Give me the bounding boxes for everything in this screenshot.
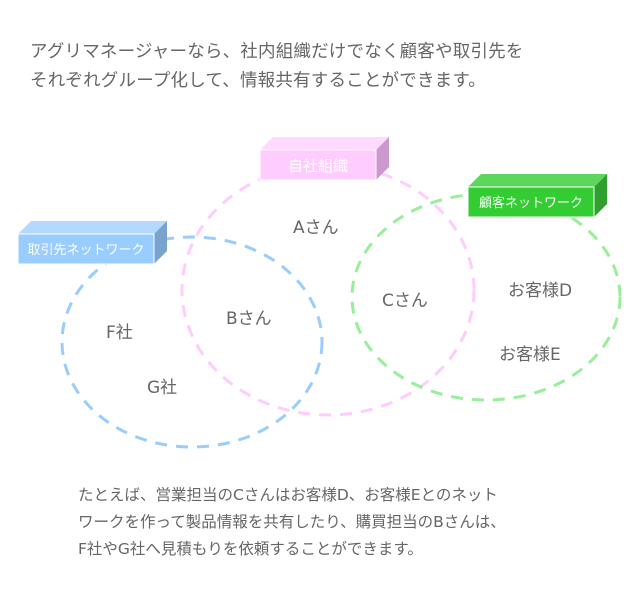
intro-line-1: アグリマネージャーなら、社内組織だけでなく顧客や取引先を	[30, 42, 524, 62]
supplier-box	[17, 221, 167, 265]
customer-d: お客様D	[508, 281, 573, 301]
customer-box	[467, 174, 607, 218]
own-org-label: 自社組織	[288, 157, 348, 175]
supplier-circle	[60, 235, 324, 449]
example-line-1: たとえば、営業担当のCさんはお客様D、お客様Eとのネット	[78, 486, 498, 504]
person-a: Aさん	[293, 218, 339, 238]
company-g: G社	[147, 378, 178, 398]
intro-text: アグリマネージャーなら、社内組織だけでなく顧客や取引先を それぞれグループ化して…	[30, 38, 524, 96]
own-org-box	[259, 137, 389, 181]
company-f: F社	[106, 323, 133, 343]
supplier-label: 取引先ネットワーク	[27, 243, 144, 258]
example-line-3: F社やG社へ見積もりを依頼することができます。	[78, 540, 423, 558]
customer-label: 顧客ネットワーク	[479, 195, 583, 211]
intro-line-2: それぞれグループ化して、情報共有することができます。	[30, 71, 486, 91]
person-c: Cさん	[382, 291, 428, 311]
customer-circle	[350, 192, 622, 402]
example-text: たとえば、営業担当のCさんはお客様D、お客様Eとのネット ワークを作って製品情報…	[78, 482, 506, 563]
customer-e: お客様E	[499, 345, 561, 365]
example-line-2: ワークを作って製品情報を共有したり、購買担当のBさんは、	[78, 513, 506, 531]
own-org-circle	[180, 163, 476, 417]
person-b: Bさん	[226, 309, 272, 329]
